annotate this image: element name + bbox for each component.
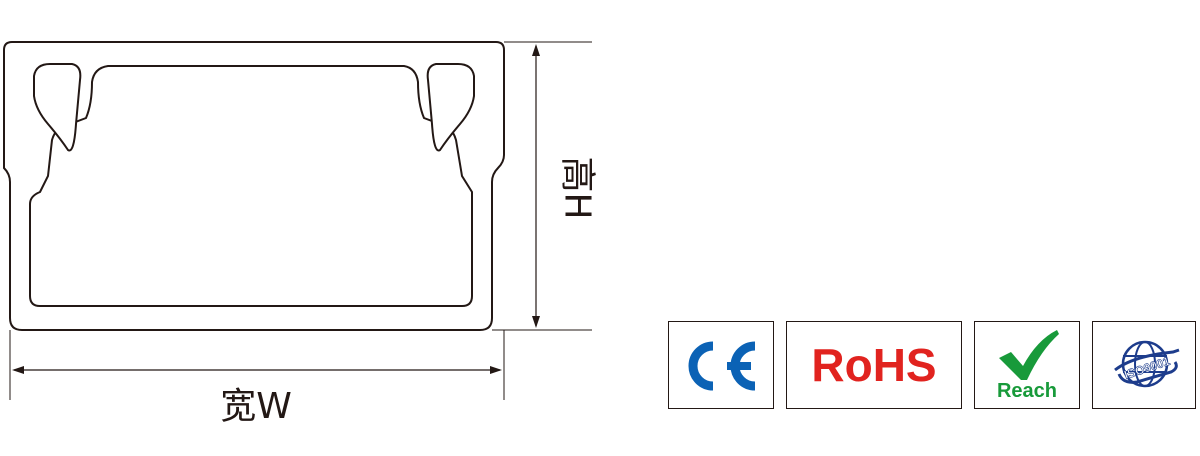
rohs-certification-badge: RoHS	[786, 321, 962, 409]
ce-mark-icon	[688, 341, 756, 391]
iso-globe-icon: ISO9001	[1114, 340, 1180, 388]
right-latch	[426, 63, 475, 152]
ce-certification-badge: CE	[668, 321, 774, 409]
reach-label: Reach	[996, 380, 1058, 402]
width-arrow-right	[490, 366, 502, 374]
trunking-inner-channel	[29, 65, 473, 307]
width-arrow-left	[12, 366, 24, 374]
height-label: 高H	[557, 156, 598, 219]
reach-certification-badge: Reach	[974, 321, 1080, 409]
height-arrow-bottom	[532, 316, 540, 328]
width-label: 宽W	[220, 386, 292, 427]
iso9001-certification-badge: ISO9001	[1092, 321, 1196, 409]
left-latch	[33, 63, 82, 152]
rohs-label: RoHS	[811, 339, 937, 391]
height-arrow-top	[532, 44, 540, 56]
checkmark-icon	[999, 330, 1059, 380]
